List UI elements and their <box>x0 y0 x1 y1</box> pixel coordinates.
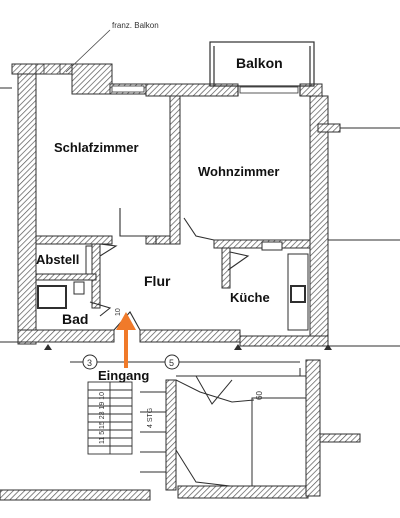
label-flur: Flur <box>144 273 171 289</box>
wall-top-left <box>11 63 73 75</box>
wall-kitchen-left <box>221 247 231 289</box>
stair-note-label: 4 STG <box>147 408 154 428</box>
label-eingang: Eingang <box>98 368 149 383</box>
wall-bottom-center <box>139 329 241 343</box>
lower-rooms <box>175 368 307 487</box>
axis-label-5: 5 <box>169 358 174 368</box>
bathtub <box>37 285 67 309</box>
wall-lower-left <box>0 489 151 501</box>
dim-label-10: 10 <box>115 308 122 316</box>
door-abstell <box>99 243 118 257</box>
wall-lower-right <box>177 485 309 499</box>
door-wohnzimmer <box>183 217 215 241</box>
axis-label-3: 3 <box>87 358 92 368</box>
kitchen-counter <box>287 253 309 331</box>
fixtures <box>37 241 309 331</box>
wall-bottom-right <box>239 335 329 347</box>
wall-right <box>309 95 329 347</box>
walls <box>0 63 361 501</box>
stove <box>290 285 306 303</box>
wall-top-middle <box>71 63 113 95</box>
door-bad <box>89 301 112 317</box>
label-schlafzimmer: Schlafzimmer <box>54 140 139 155</box>
label-abstell: Abstell <box>36 252 79 267</box>
stair-dimension-label: 11 5 15 23 19 10 <box>99 392 106 444</box>
wall-lower-stub <box>319 433 361 443</box>
wall-mid-left <box>35 235 113 245</box>
wall-bedroom-divider <box>169 95 181 245</box>
label-wohnzimmer: Wohnzimmer <box>198 164 279 179</box>
label-kueche: Küche <box>230 290 270 305</box>
label-bad: Bad <box>62 311 88 327</box>
wall-abstell-bottom <box>35 273 97 281</box>
franz-balkon-pointer <box>65 29 111 73</box>
balcony <box>209 41 315 96</box>
wall-lower-far-right <box>305 359 321 497</box>
door-kueche <box>227 251 250 271</box>
door-schlafzimmer <box>119 208 146 237</box>
wall-lower-divider <box>165 379 177 491</box>
label-balkon: Balkon <box>236 55 283 71</box>
axis-markers <box>70 354 300 370</box>
level-markers <box>44 344 332 350</box>
staircase <box>87 381 166 473</box>
wall-mid-center <box>145 235 171 245</box>
wall-right-stub <box>317 123 341 133</box>
label-franz-balkon: franz. Balkon <box>112 21 159 30</box>
entrance-arrow <box>116 312 136 368</box>
windows <box>111 85 299 94</box>
top-left-detail <box>35 63 61 75</box>
wall-left <box>17 73 37 345</box>
wall-bottom-left <box>17 329 115 343</box>
shaft <box>85 245 93 275</box>
radiator <box>261 241 283 251</box>
dim-label-60: 60 <box>255 391 264 400</box>
outer-wall-thin <box>0 87 400 347</box>
bath-sink <box>73 281 85 295</box>
